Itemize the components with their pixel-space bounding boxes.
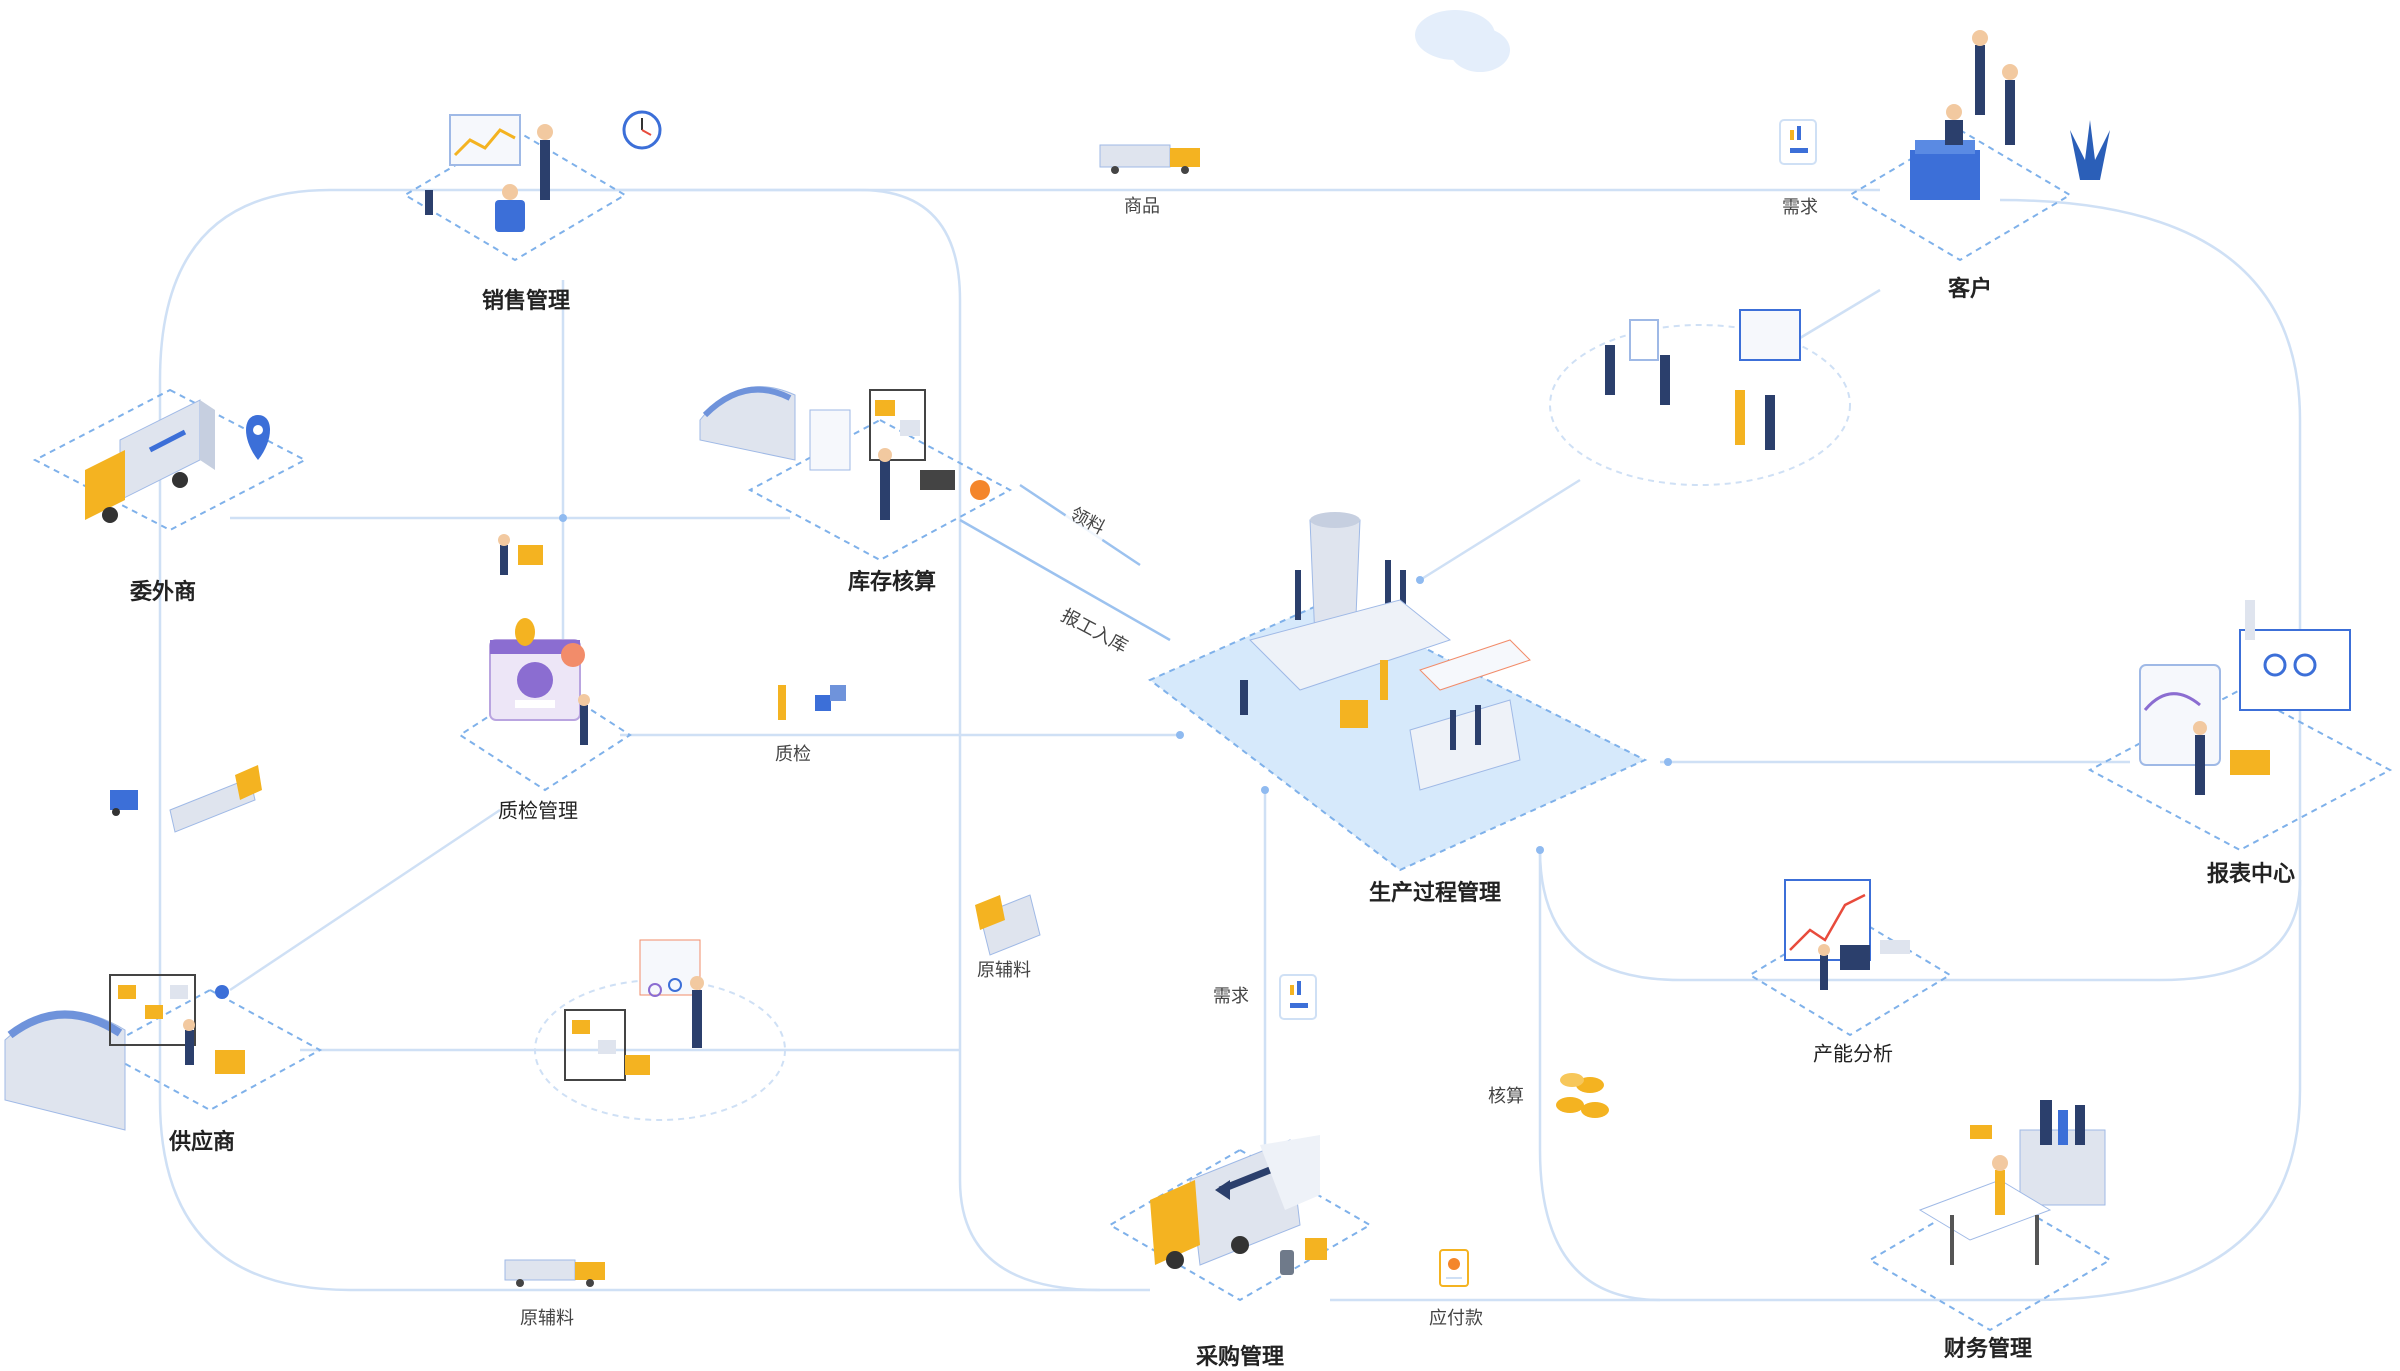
truck-icon bbox=[504, 1259, 605, 1287]
storage-shelves-illustration bbox=[564, 939, 704, 1081]
node-label-procurement: 采购管理 bbox=[1195, 1345, 1285, 1370]
sales-platform bbox=[403, 128, 627, 262]
cloud-icon bbox=[1415, 10, 1510, 72]
customer-people-illustration bbox=[1910, 30, 2018, 200]
node-label-finance: 财务管理 bbox=[1943, 1337, 2033, 1362]
node-label-supplier: 供应商 bbox=[168, 1130, 236, 1155]
capacity-chart-illustration bbox=[1784, 879, 1910, 990]
edge-label-accounting: 核算 bbox=[1484, 1082, 1528, 1108]
capacity-platform bbox=[1748, 913, 1952, 1037]
sales-dashboard-illustration bbox=[425, 114, 553, 232]
factory-chimney-illustration bbox=[1240, 512, 1531, 791]
report-card-icon bbox=[1779, 119, 1817, 165]
node-label-sales: 销售管理 bbox=[481, 289, 571, 314]
finance-platform bbox=[1868, 1188, 2112, 1332]
analytics-illustration bbox=[2139, 600, 2351, 795]
connection-dots bbox=[559, 514, 1672, 854]
edge-label-raw-bottom: 原辅料 bbox=[516, 1304, 578, 1330]
customer-platform bbox=[1848, 128, 2072, 262]
forklift-truck-icon bbox=[110, 765, 262, 833]
node-label-outsourcer: 委外商 bbox=[129, 580, 197, 605]
meeting-illustration bbox=[1605, 309, 1801, 450]
node-label-quality: 质检管理 bbox=[498, 798, 578, 823]
connection-lines bbox=[158, 188, 2302, 1302]
meeting-platform bbox=[1549, 324, 1851, 486]
coins-icon bbox=[1556, 1073, 1609, 1118]
production-platform bbox=[1148, 598, 1648, 872]
office-desk-illustration bbox=[1918, 1100, 2106, 1265]
node-label-inventory: 库存核算 bbox=[847, 570, 937, 595]
location-pin-icon bbox=[246, 415, 270, 460]
node-label-capacity: 产能分析 bbox=[1813, 1041, 1893, 1066]
edge-label-raw-mid: 原辅料 bbox=[973, 956, 1035, 982]
delivery-truck-illustration bbox=[1150, 1135, 1327, 1275]
clock-icon bbox=[622, 110, 662, 150]
edge-label-demand-mid: 需求 bbox=[1209, 982, 1253, 1008]
storage-platform bbox=[534, 979, 786, 1121]
edge-label-demand-top: 需求 bbox=[1778, 193, 1822, 219]
node-label-production: 生产过程管理 bbox=[1368, 881, 1502, 906]
edge-label-goods: 商品 bbox=[1120, 192, 1164, 218]
delivery-truck-illustration bbox=[85, 399, 215, 523]
supplier-platform bbox=[97, 988, 323, 1112]
inspection-boxes-icon bbox=[778, 685, 846, 720]
warehouse-illustration bbox=[699, 386, 990, 520]
warehouse-illustration bbox=[4, 974, 245, 1131]
edge-label-inspection: 质检 bbox=[771, 740, 815, 766]
worker-cart-icon bbox=[498, 534, 543, 575]
plant-icon bbox=[2070, 120, 2110, 180]
node-label-customer: 客户 bbox=[1947, 277, 1993, 302]
invoice-icon bbox=[1439, 1249, 1469, 1287]
edge-label-payable: 应付款 bbox=[1425, 1304, 1487, 1330]
node-label-report: 报表中心 bbox=[2206, 862, 2296, 887]
quality-platform bbox=[458, 678, 632, 792]
quality-settings-illustration bbox=[489, 618, 590, 745]
truck-icon bbox=[1099, 144, 1200, 174]
report-card-icon bbox=[1279, 974, 1317, 1020]
small-truck-icon bbox=[975, 894, 1041, 956]
